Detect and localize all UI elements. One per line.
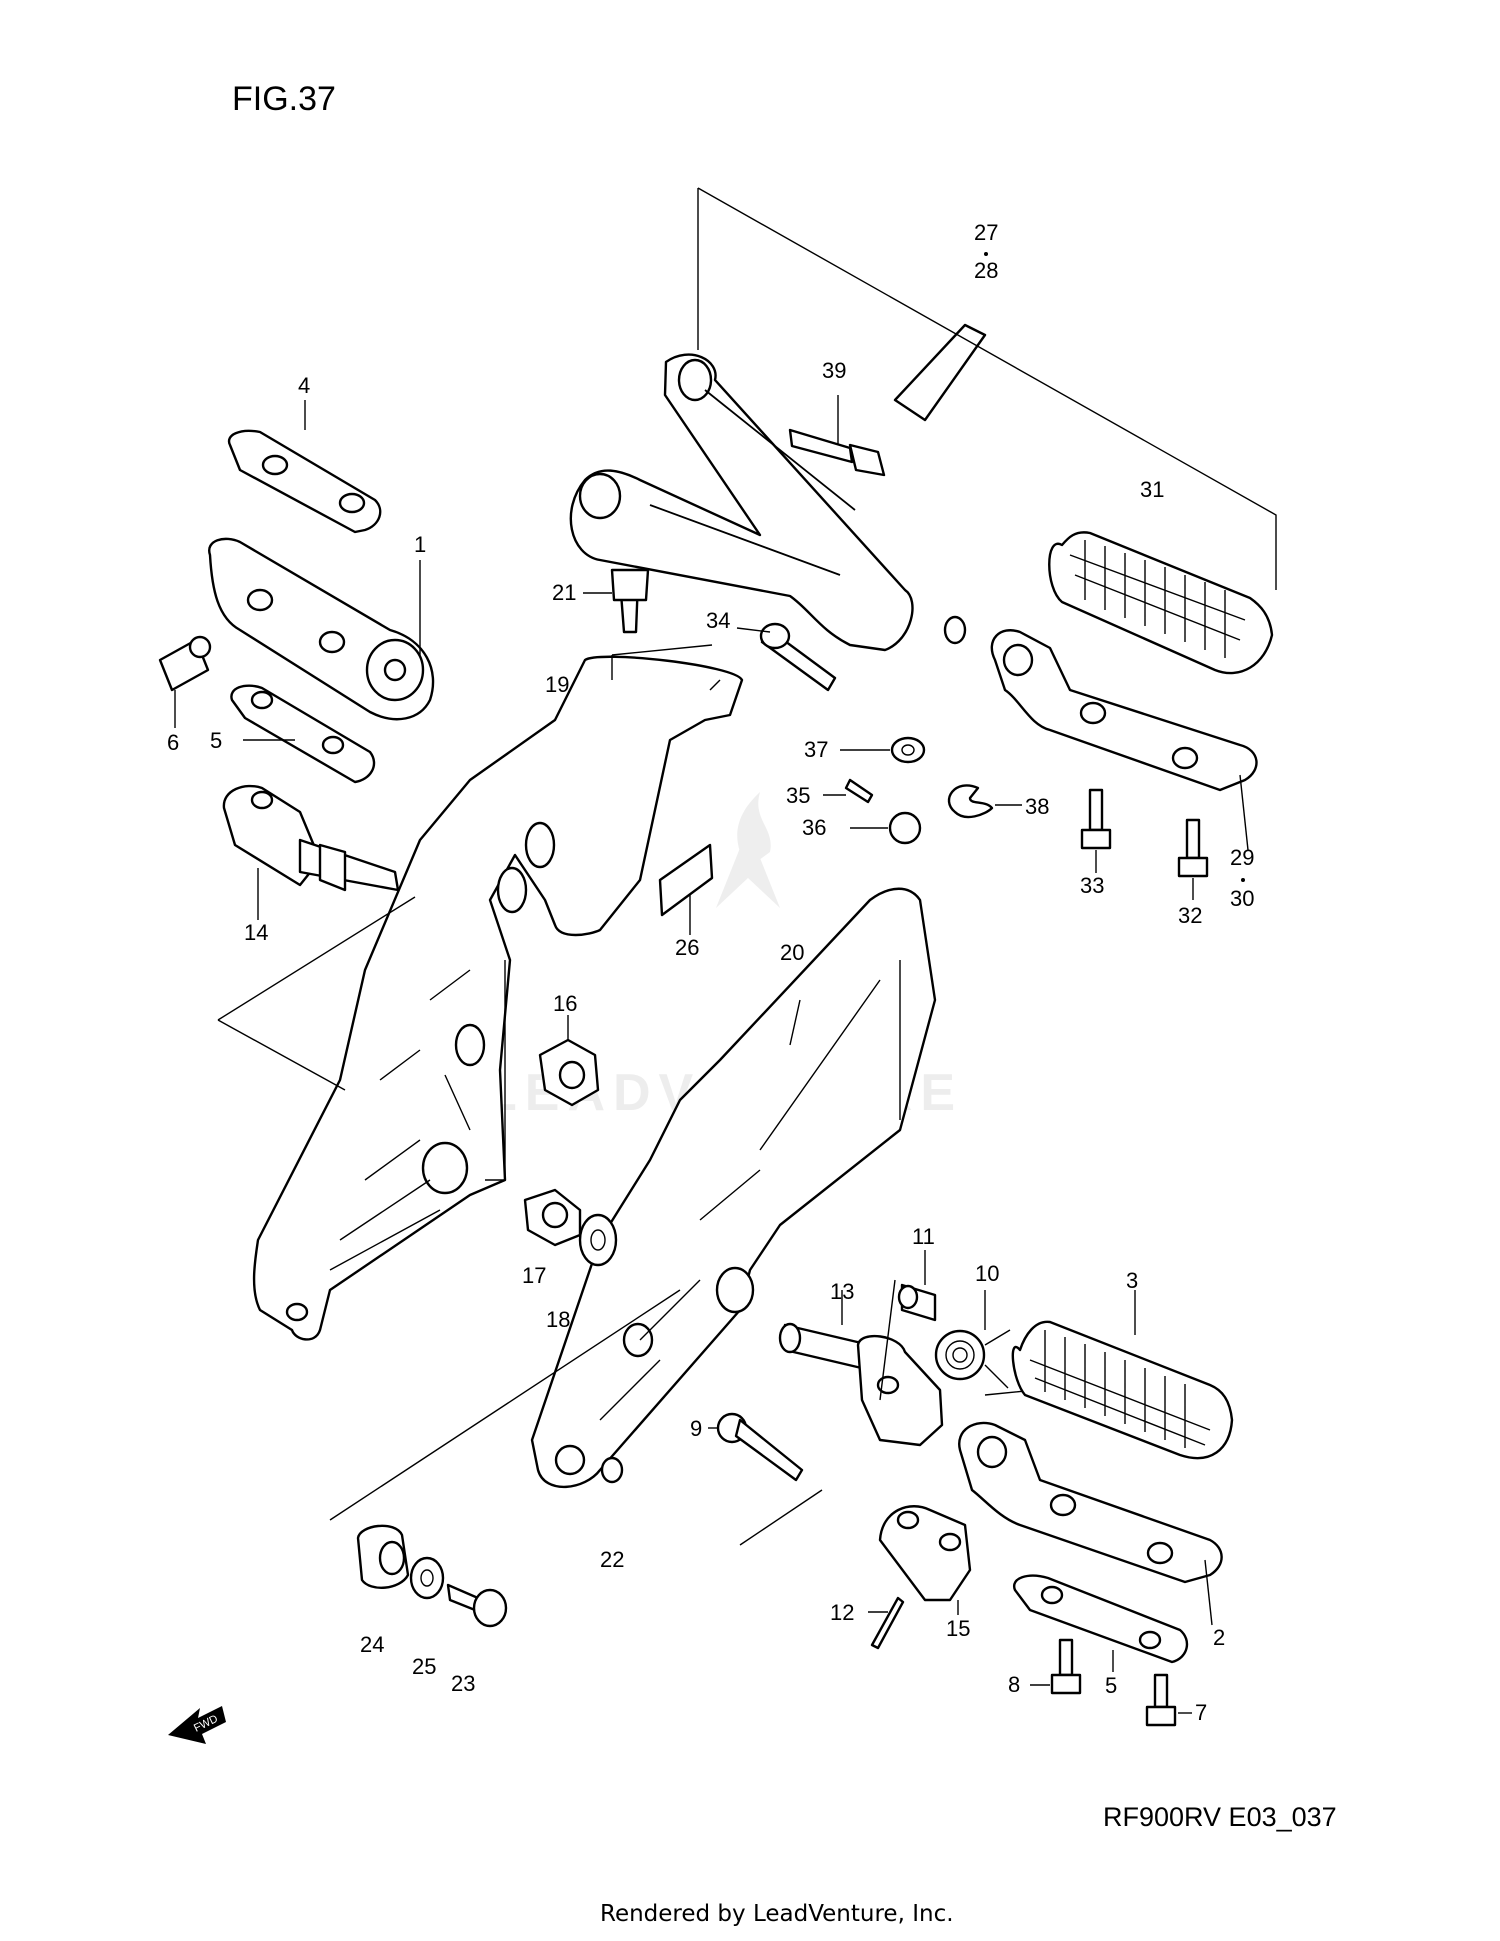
callout-10: 10 (975, 1261, 999, 1286)
plate-5-upper (230, 684, 376, 784)
bolt-32 (1177, 818, 1209, 900)
callout-17: 17 (522, 1263, 546, 1288)
callout-12: 12 (830, 1600, 854, 1625)
footrest-rubber-31 (1048, 531, 1274, 675)
pin-9 (708, 1412, 804, 1482)
leader-24-line (329, 1289, 681, 1521)
leader-14-b (217, 1019, 346, 1091)
plate-5-lower (1012, 1574, 1189, 1672)
footrest-bracket-19 (252, 644, 744, 1341)
callout-9: 9 (690, 1416, 702, 1441)
callout-2: 2 (1213, 1625, 1225, 1650)
callout-1: 1 (414, 532, 426, 557)
callout-labels: 1 2 3 4 5 5 6 7 8 9 10 11 12 13 14 15 16… (167, 220, 1254, 1725)
callout-13: 13 (830, 1279, 854, 1304)
render-credit: Rendered by LeadVenture, Inc. (600, 1901, 954, 1927)
label-26 (658, 843, 714, 935)
footrest-bracket-20 (530, 887, 937, 1489)
bolt-33 (1080, 788, 1112, 873)
circlip-22 (600, 1456, 624, 1484)
cotter-pin-12 (868, 1596, 905, 1650)
footrest-2 (958, 1421, 1223, 1626)
pivot-13 (778, 1290, 944, 1447)
leader-9-15 (739, 1489, 823, 1546)
callout-23: 23 (451, 1671, 475, 1696)
pivot-14 (222, 784, 400, 920)
forward-arrow-icon: FWD (168, 1706, 226, 1744)
callout-11: 11 (912, 1224, 935, 1249)
callout-5a: 5 (210, 728, 222, 753)
washer-18 (578, 1213, 618, 1267)
callout-6: 6 (167, 730, 179, 755)
bracket-15 (878, 1505, 972, 1615)
callout-33: 33 (1080, 873, 1104, 898)
callout-29: 29 (1230, 845, 1254, 870)
bolt-23 (446, 1583, 508, 1628)
callout-8: 8 (1008, 1672, 1020, 1697)
callout-32: 32 (1178, 903, 1202, 928)
callout-14: 14 (244, 920, 268, 945)
footrest-1 (208, 537, 435, 721)
figure-code: RF900RV E03_037 (1103, 1802, 1337, 1832)
callout-18: 18 (546, 1307, 570, 1332)
callout-34: 34 (706, 608, 730, 633)
rear-footrest-bracket (569, 323, 987, 652)
callout-25: 25 (412, 1654, 436, 1679)
callout-27-28-dot (984, 252, 988, 256)
callout-5b: 5 (1105, 1673, 1117, 1698)
callout-3: 3 (1126, 1268, 1138, 1293)
callout-4: 4 (298, 373, 310, 398)
leader-14-a (217, 896, 416, 1021)
plate-4 (227, 400, 382, 534)
footrest-rubber-3 (1011, 1290, 1234, 1460)
pin-11 (897, 1250, 937, 1322)
callout-38: 38 (1025, 794, 1049, 819)
callout-20: 20 (780, 940, 804, 965)
callout-7: 7 (1195, 1700, 1207, 1725)
bolt-6 (158, 635, 212, 728)
bolt-7 (1145, 1673, 1192, 1727)
ball-36 (888, 811, 922, 845)
callout-24: 24 (360, 1632, 384, 1657)
callout-27: 27 (974, 220, 998, 245)
bolt-21 (583, 568, 650, 634)
spring-35 (844, 778, 874, 804)
callout-39: 39 (822, 358, 846, 383)
callout-15: 15 (946, 1616, 970, 1641)
nut-16 (538, 1015, 600, 1107)
callout-22: 22 (600, 1547, 624, 1572)
leader-16-line (485, 960, 506, 1181)
pin-34 (736, 622, 837, 692)
footrest-29-30 (990, 629, 1258, 851)
callout-28: 28 (974, 258, 998, 283)
collar-24 (356, 1524, 410, 1589)
leader-27-28 (697, 187, 1277, 590)
callout-35: 35 (786, 783, 810, 808)
clip-38 (947, 784, 994, 819)
figure-title: FIG.37 (232, 80, 336, 118)
callout-26: 26 (675, 935, 699, 960)
callout-16: 16 (553, 991, 577, 1016)
callout-36: 36 (802, 815, 826, 840)
callout-31: 31 (1140, 477, 1164, 502)
callout-29-30-dot (1241, 878, 1245, 882)
bolt-8 (1030, 1638, 1082, 1695)
callout-19: 19 (545, 672, 569, 697)
bolt-39 (788, 395, 886, 477)
callout-37: 37 (804, 737, 828, 762)
nut-17 (523, 1188, 582, 1247)
callout-21: 21 (552, 580, 576, 605)
washer-25 (409, 1556, 445, 1600)
washer-37 (890, 736, 926, 764)
leader-11-13 (879, 1279, 896, 1401)
callout-30: 30 (1230, 886, 1254, 911)
